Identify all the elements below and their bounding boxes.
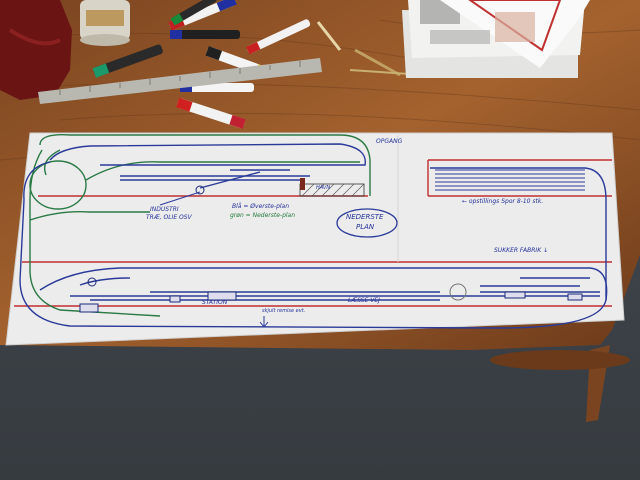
havn-area [299, 178, 365, 197]
chair-rim [490, 350, 630, 370]
paper-stack [402, 0, 590, 78]
label-sukker: SUKKER FABRIK ↓ [494, 247, 549, 254]
label-skjult: skjult remise evt. [262, 308, 306, 314]
label-legend-green: grøn = Nederste-plan [230, 212, 296, 219]
label-station: STATION [202, 299, 228, 306]
label-legend-blue: Blå = Øverste-plan [232, 203, 290, 210]
arrows [159, 191, 269, 328]
siding-tracks [435, 169, 585, 191]
label-havn: HAVN [316, 185, 331, 191]
label-industri: INDUSTRI [150, 206, 179, 213]
label-opgang: OPGANG [376, 138, 403, 145]
label-laesse: LÆSSE VEJ [348, 297, 380, 304]
label-level-2: PLAN [356, 223, 375, 231]
level-oval [336, 208, 398, 238]
label-industri-sub: TRÆ, OLIE OSV [146, 214, 192, 221]
metal-ruler [38, 58, 322, 104]
pen-cup [80, 0, 130, 46]
label-level-1: NEDERSTE [346, 213, 384, 221]
red-lines [14, 159, 612, 307]
station-buildings [79, 185, 583, 313]
red-cloth [0, 0, 72, 100]
label-opstilling: ← opstillings Spor 8-10 stk. [462, 198, 544, 205]
